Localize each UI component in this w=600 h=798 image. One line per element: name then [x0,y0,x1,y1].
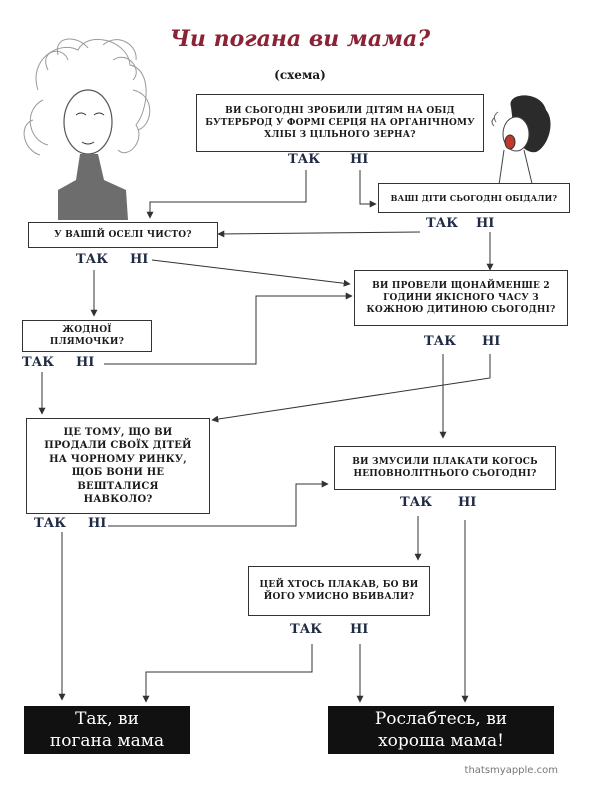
q6-yes-label: ТАК [34,516,67,531]
page-subtitle: (схема) [274,68,326,82]
question-on-purpose: Цей хтось плакав, бо ви його умисно вбив… [248,566,430,616]
q8-no-label: НІ [350,622,369,637]
q7-no-label: НІ [458,495,477,510]
screaming-woman-illustration [491,95,551,192]
result-good-mom: Рослабтесь, ви хороша мама! [328,706,554,754]
question-lunch-sandwich: Ви сьогодні зробили дітям на обід бутерб… [196,94,484,152]
question-no-stain: Жодної плямочки? [22,320,152,352]
q8-yes-label: ТАК [290,622,323,637]
q3-yes-label: ТАК [76,252,109,267]
q1-yes-label: ТАК [288,152,321,167]
q1-no-label: НІ [350,152,369,167]
q4-no-label: НІ [482,334,501,349]
page-title: Чи погана ви мама? [169,26,431,52]
q2-no-label: НІ [476,216,495,231]
q5-no-label: НІ [76,355,95,370]
q7-yes-label: ТАК [400,495,433,510]
question-made-cry: Ви змусили плакати когось неповнолітньог… [334,446,556,490]
q2-yes-label: ТАК [426,216,459,231]
question-home-clean: У вашій оселі чисто? [28,222,218,248]
question-sold-kids: Це тому, що ви продали своїх дітей на чо… [26,418,210,514]
result-bad-mom: Так, ви погана мама [24,706,190,754]
q5-yes-label: ТАК [22,355,55,370]
messy-hair-mom-illustration [23,38,151,220]
source-credit: thatsmyapple.com [464,765,558,776]
question-quality-time: Ви провели щонайменше 2 години якісного … [354,270,568,326]
q3-no-label: НІ [130,252,149,267]
q6-no-label: НІ [88,516,107,531]
q4-yes-label: ТАК [424,334,457,349]
question-kids-ate: Ваші діти сьогодні обідали? [378,183,570,213]
